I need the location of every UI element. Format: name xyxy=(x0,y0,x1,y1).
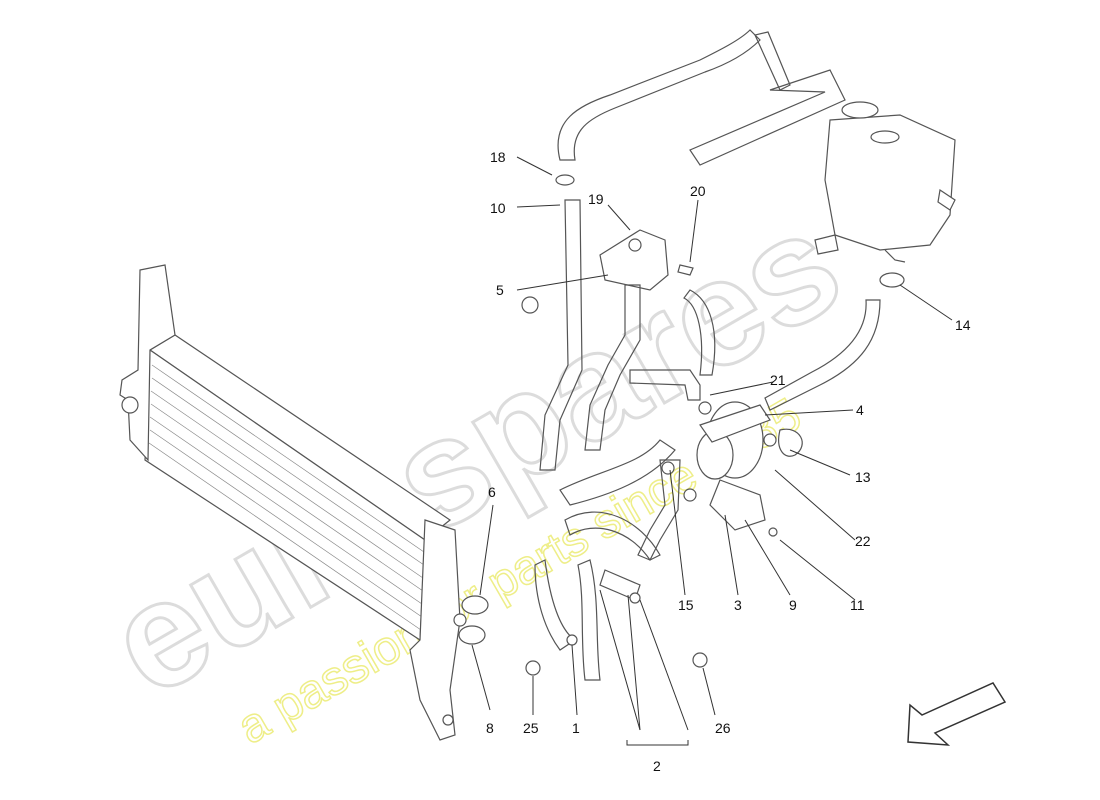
callout-8: 8 xyxy=(486,720,494,736)
callout-2: 2 xyxy=(653,758,661,774)
hose-clamp-14 xyxy=(879,272,905,288)
callout-26: 26 xyxy=(715,720,731,736)
expansion-tank xyxy=(814,101,956,263)
callout-18: 18 xyxy=(490,149,506,165)
callout-21: 21 xyxy=(770,372,786,388)
callout-1: 1 xyxy=(572,720,580,736)
callout-19: 19 xyxy=(588,191,604,207)
valve-block xyxy=(599,229,694,291)
callout-5: 5 xyxy=(496,282,504,298)
callout-11: 11 xyxy=(850,597,865,613)
tank-to-pump-hose xyxy=(764,299,881,411)
water-pump xyxy=(696,401,803,531)
callout-3: 3 xyxy=(734,597,742,613)
callout-25: 25 xyxy=(523,720,539,736)
callout-labels: 1 2 3 4 5 6 8 9 10 11 13 14 15 18 19 20 … xyxy=(486,149,971,774)
callout-9: 9 xyxy=(789,597,797,613)
callout-10: 10 xyxy=(490,200,506,216)
leader-lines xyxy=(471,156,953,746)
callout-20: 20 xyxy=(690,183,706,199)
fittings xyxy=(458,296,778,676)
callout-22: 22 xyxy=(855,533,871,549)
callout-14: 14 xyxy=(955,317,971,333)
callout-15: 15 xyxy=(678,597,694,613)
callout-13: 13 xyxy=(855,469,871,485)
callout-6: 6 xyxy=(488,484,496,500)
front-direction-arrow-icon xyxy=(907,682,1007,746)
callout-4: 4 xyxy=(856,402,864,418)
hose-bundle-main xyxy=(534,284,716,681)
radiator xyxy=(119,264,467,741)
hose-10 xyxy=(539,174,583,471)
upper-vent-hose xyxy=(557,29,846,166)
